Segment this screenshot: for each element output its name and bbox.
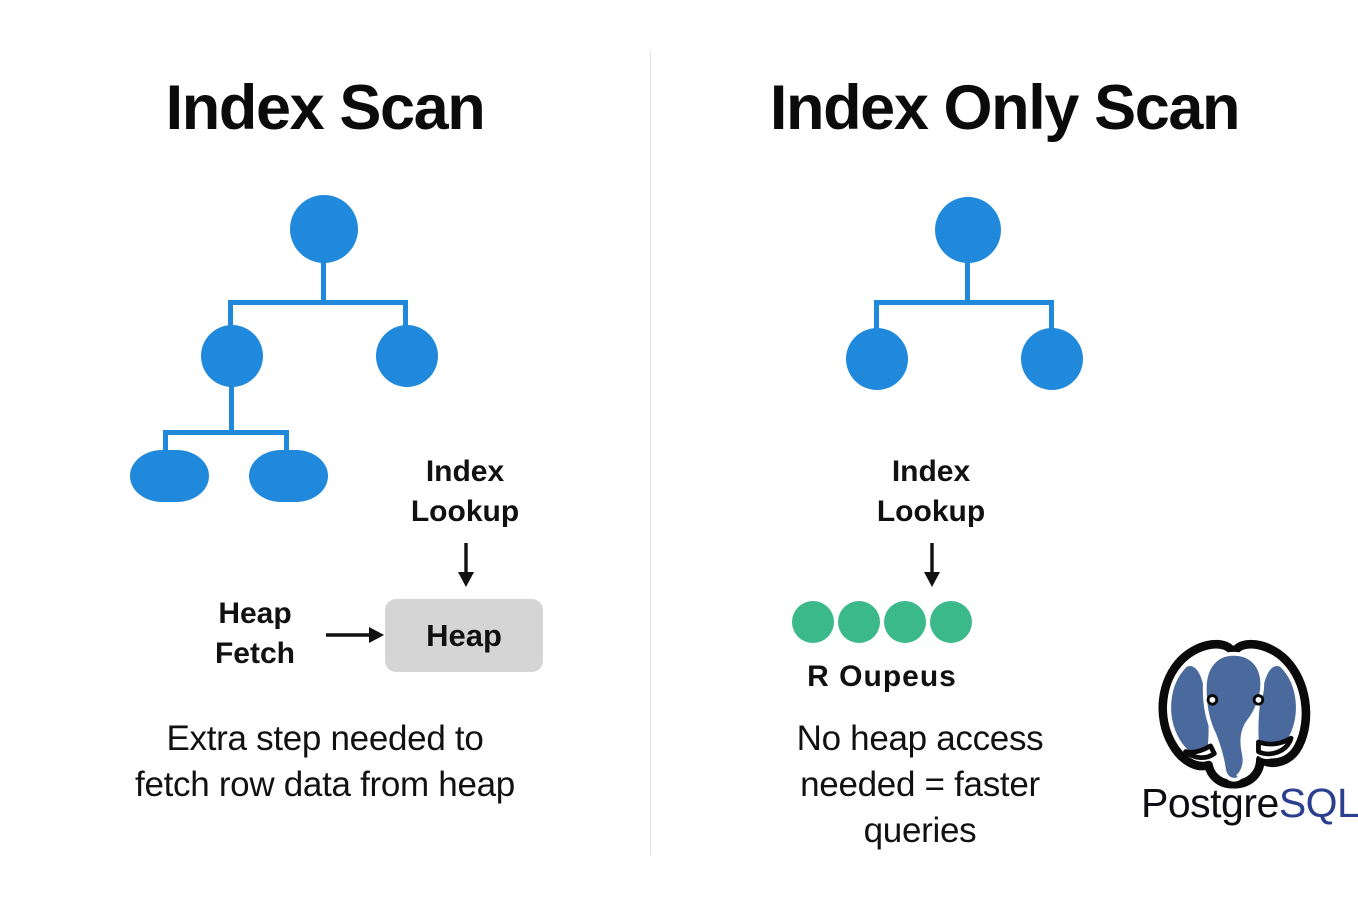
row-dot (792, 601, 834, 643)
tree-edge-drop-left (228, 300, 233, 338)
heap-box: Heap (385, 599, 543, 672)
caption-index-scan: Extra step needed to fetch row data from… (135, 719, 515, 804)
panel-title-index-scan: Index Scan (165, 73, 486, 143)
elephant-icon (1158, 639, 1311, 789)
arrow-down-icon-left (458, 543, 474, 587)
index-lookup-label-right: Index Lookup (876, 455, 986, 528)
tree-node-root-right (935, 197, 1001, 263)
tree-node-left (201, 325, 263, 387)
postgresql-logo: PostgreSQL (1141, 625, 1358, 826)
tree-edge-drop-right-right (1049, 300, 1054, 338)
tree-edge-drop-leaf-left (163, 430, 168, 458)
arrow-right-icon (326, 627, 384, 643)
tree-edge-root-stem-right (965, 258, 970, 303)
index-lookup-label-left: Index Lookup (410, 455, 520, 528)
caption-index-only-scan: No heap access needed = faster queries (796, 719, 1044, 850)
row-dot (930, 601, 972, 643)
tree-edge-bus-level2 (163, 430, 289, 435)
row-dot (838, 601, 880, 643)
panel-index-scan: Index Scan Index Lookup (0, 0, 650, 905)
arrow-down-icon-right (924, 543, 940, 587)
tree-edge-bus-right (874, 300, 1054, 305)
wordmark-postgre: Postgre (1141, 780, 1279, 826)
row-dot (884, 601, 926, 643)
panel-title-index-only-scan: Index Only Scan (769, 73, 1241, 143)
tree-edge-left-stem (229, 383, 234, 433)
wordmark-sql: SQL (1278, 780, 1358, 826)
tree-edge-bus-level1 (228, 300, 408, 305)
tree-edge-drop-right (403, 300, 408, 338)
tree-node-root (290, 195, 358, 263)
tree-edge-drop-left-right (874, 300, 879, 338)
tree-leaf-left (130, 450, 209, 502)
tree-edge-drop-leaf-right (284, 430, 289, 458)
panel-divider (650, 50, 651, 855)
heap-box-label: Heap (426, 617, 502, 653)
tree-edge-root-stem (321, 258, 326, 303)
postgresql-wordmark: PostgreSQL (1141, 780, 1358, 827)
panel-index-only-scan: Index Only Scan Index Lookup R Oupeus No (651, 0, 1358, 905)
tree-leaf-left-right (846, 328, 908, 390)
tree-node-right (376, 325, 438, 387)
tree-leaf-right-right (1021, 328, 1083, 390)
tree-leaf-right (249, 450, 328, 502)
heap-fetch-label: Heap Fetch (214, 597, 295, 670)
rows-label: R Oupeus (807, 660, 957, 693)
